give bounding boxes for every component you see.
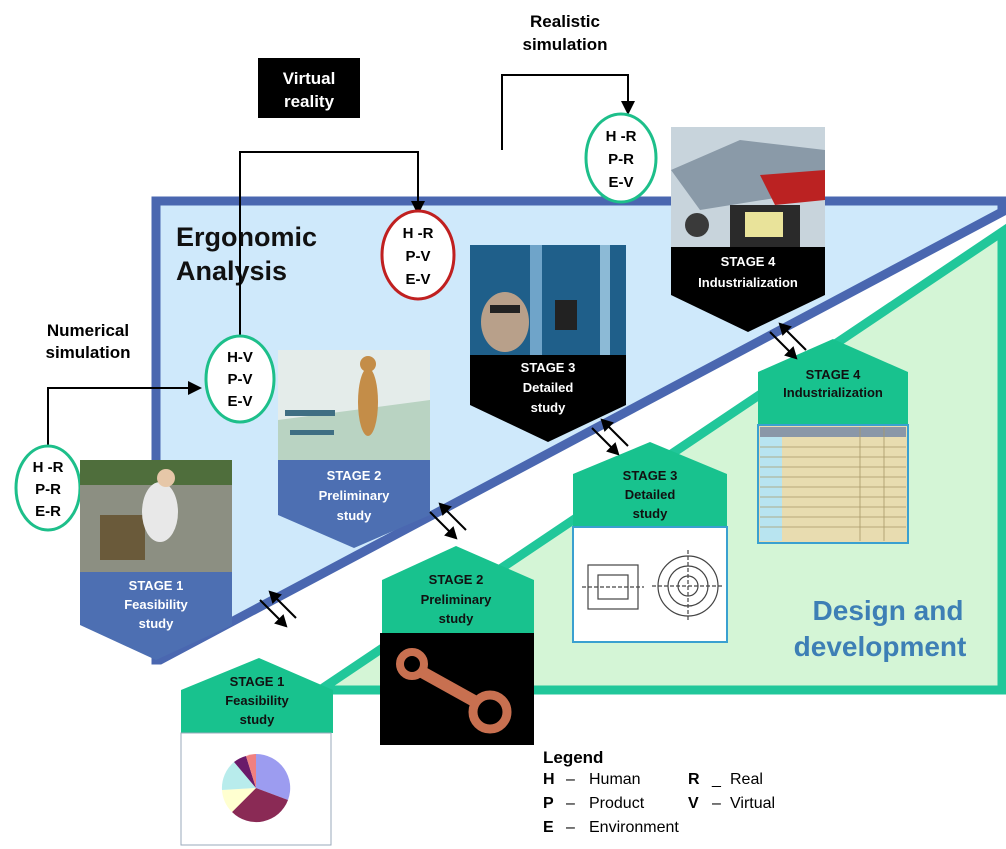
design-stage-3: STAGE 3 Detailed study [572,442,728,643]
virtual-code-h: H -R [403,225,434,242]
real-code-h: H -R [33,459,64,476]
ergo-stage-4-line2: Industrialization [698,275,798,290]
double-arrows [259,322,807,628]
connecting-rod-graphic [396,648,512,734]
legend-text-r: Real [730,771,763,788]
ergo-stage-1-line2: Feasibility [124,597,188,612]
ergo-stage-4: STAGE 4 Industrialization [671,127,825,332]
technical-drawing-graphic [582,550,724,622]
pie-chart-graphic [221,753,291,823]
realistic-code-e: E-V [608,174,633,191]
realistic-label-1: Realistic [530,12,600,31]
legend-text-h: Human [589,771,641,788]
ergo-stage-3: STAGE 3 Detailed study [470,245,626,442]
legend-key-v: V [688,795,699,812]
legend-text-e: Environment [589,819,679,836]
real-codes-ellipse: H -R P-R E-R [14,444,82,532]
legend-sep-v: – [712,795,721,812]
real-code-e: E-R [35,503,61,520]
design-title-2: development [794,631,967,662]
real-code-p: P-R [35,481,61,498]
realistic-code-h: H -R [606,128,637,145]
legend-key-e: E [543,819,554,836]
bom-table-thumbnail [757,424,909,544]
double-arrow-4 [769,322,807,360]
arrowheads [188,101,635,395]
legend-text-p: Product [589,795,645,812]
numerical-code-p: P-V [227,371,252,388]
virtual-label-1: Virtual [283,69,336,88]
legend-sep-h: – [566,771,575,788]
legend: Legend H – Human P – Product E – Environ… [543,748,775,836]
legend-sep-r: _ [711,771,722,788]
legend-key-h: H [543,771,555,788]
double-arrow-1 [259,590,297,628]
virtual-code-p: P-V [405,248,430,265]
numerical-codes-ellipse: H-V P-V E-V [204,334,276,424]
design-stage-3-line2: Detailed [625,487,676,502]
legend-text-v: Virtual [730,795,775,812]
design-stage-1: STAGE 1 Feasibility study [180,658,333,846]
bom-table-graphic [760,427,906,541]
numerical-code-e: E-V [227,393,252,410]
connector-lines [47,74,629,448]
design-stage-2-line3: study [439,611,474,626]
double-arrow-3 [591,418,629,456]
legend-sep-e: – [566,819,575,836]
realistic-label-2: simulation [522,35,607,54]
legend-key-p: P [543,795,554,812]
legend-title: Legend [543,748,603,767]
ergo-stage-3-line2: Detailed [523,380,574,395]
ergo-stage-1-title: STAGE 1 [129,578,184,593]
design-stage-3-title: STAGE 3 [623,468,678,483]
ergo-stage-1-line3: study [139,616,174,631]
virtual-label-2: reality [284,92,335,111]
design-stage-4-line2: Industrialization [783,385,883,400]
design-stage-1-line3: study [240,712,275,727]
double-arrow-2 [429,502,467,540]
design-stage-4-title: STAGE 4 [806,367,861,382]
ergo-stage-4-title: STAGE 4 [721,254,776,269]
design-title-1: Design and [813,595,964,626]
numerical-label-2: simulation [45,343,130,362]
design-stage-3-line3: study [633,506,668,521]
ergo-stage-2-line3: study [337,508,372,523]
ergo-stage-3-line3: study [531,400,566,415]
design-stage-2-title: STAGE 2 [429,572,484,587]
realistic-codes-ellipse: H -R P-R E-V [584,112,658,204]
virtual-reality-box [258,58,360,118]
design-stage-2: STAGE 2 Preliminary study [380,546,534,745]
design-stage-4: STAGE 4 Industrialization [757,339,909,544]
ergo-stage-1: STAGE 1 Feasibility study [80,460,232,660]
design-stage-2-line2: Preliminary [421,592,493,607]
virtual-codes-ellipse: H -R P-V E-V [380,209,456,301]
numerical-code-h: H-V [227,349,253,366]
ergonomic-title-2: Analysis [176,256,287,286]
design-stage-1-title: STAGE 1 [230,674,285,689]
virtual-code-e: E-V [405,271,430,288]
realistic-code-p: P-R [608,151,634,168]
ergonomic-title-1: Ergonomic [176,222,317,252]
ergo-stage-2-line2: Preliminary [319,488,391,503]
design-stage-1-line2: Feasibility [225,693,289,708]
legend-key-r: R [688,771,700,788]
ergo-stage-2-title: STAGE 2 [327,468,382,483]
ergo-stage-2: STAGE 2 Preliminary study [278,350,430,548]
ergo-stage-3-title: STAGE 3 [521,360,576,375]
numerical-label-1: Numerical [47,321,129,340]
technical-drawing [572,526,728,643]
legend-sep-p: – [566,795,575,812]
